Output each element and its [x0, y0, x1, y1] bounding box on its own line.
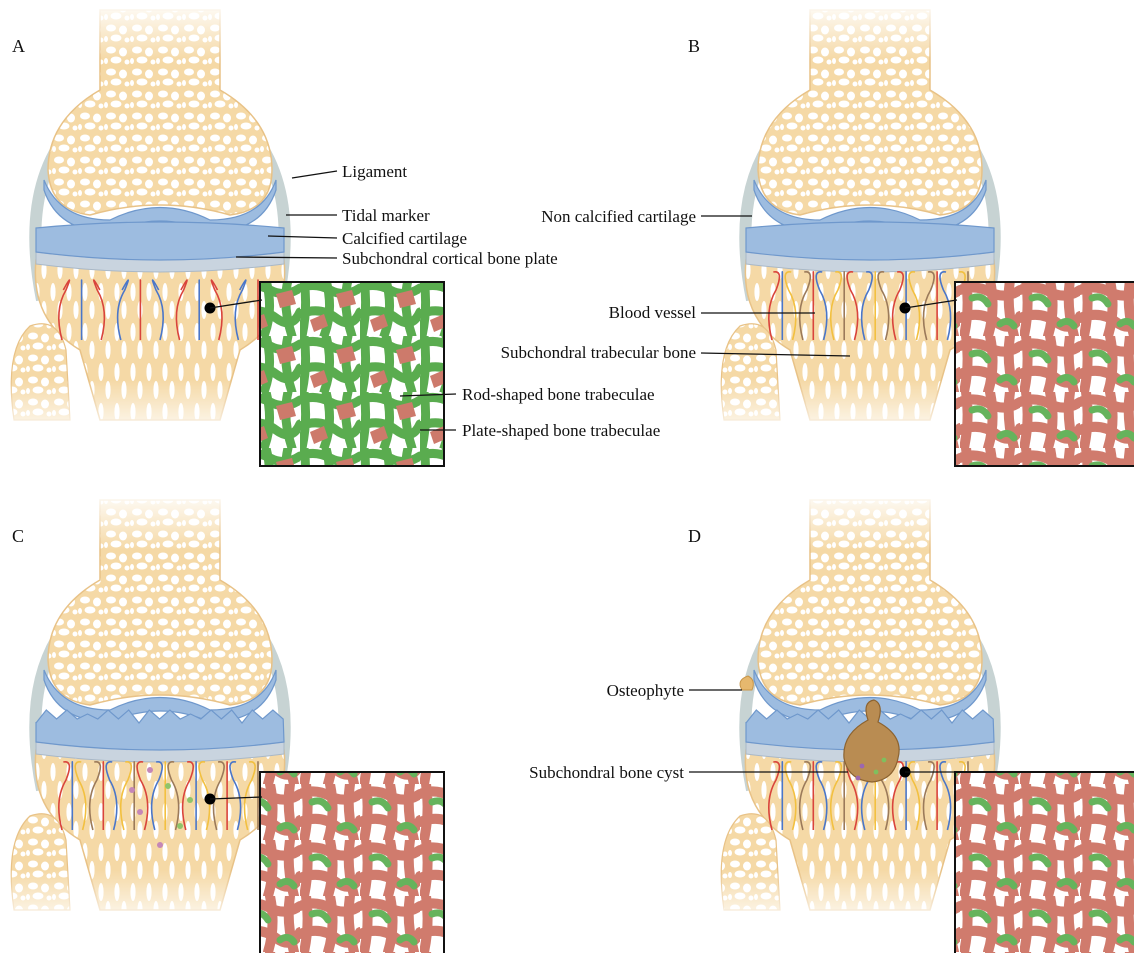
panel-letter-c: C — [12, 526, 24, 546]
label-osteophyte: Osteophyte — [607, 681, 684, 700]
label-blood-vessel: Blood vessel — [609, 303, 697, 322]
cyst-cell — [860, 764, 865, 769]
label-subchondral-trabecular-bone: Subchondral trabecular bone — [501, 343, 696, 362]
tibial-cartilage — [36, 710, 284, 750]
fade-top — [0, 0, 320, 60]
inflammatory-cell — [177, 823, 183, 829]
label-ligament: Ligament — [342, 162, 407, 181]
panel-letter-d: D — [688, 526, 701, 546]
leader-line — [292, 171, 337, 178]
fade-top — [0, 490, 320, 550]
label-subchondral-cortical-bone-plate: Subchondral cortical bone plate — [342, 249, 558, 268]
label-rod-shaped-trabeculae: Rod-shaped bone trabeculae — [462, 385, 655, 404]
cyst-cell — [874, 770, 879, 775]
inflammatory-cell — [129, 787, 135, 793]
trabecular-inset — [955, 282, 1134, 466]
inflammatory-cell — [165, 783, 171, 789]
fade-top — [710, 490, 1030, 550]
cyst-cell — [882, 758, 887, 763]
inflammatory-cell — [187, 797, 193, 803]
inflammatory-cell — [157, 842, 163, 848]
fade-top — [710, 0, 1030, 60]
panel-c: C — [0, 490, 444, 953]
inflammatory-cell — [137, 809, 143, 815]
trabecular-inset — [955, 772, 1134, 953]
trabecular-inset — [260, 772, 444, 953]
panel-letter-a: A — [12, 36, 25, 56]
panel-letter-b: B — [688, 36, 700, 56]
inflammatory-cell — [147, 767, 153, 773]
trabecular-inset — [260, 282, 444, 466]
label-subchondral-bone-cyst: Subchondral bone cyst — [529, 763, 684, 782]
label-non-calcified-cartilage: Non calcified cartilage — [541, 207, 696, 226]
cyst-cell — [856, 776, 861, 781]
label-plate-shaped-trabeculae: Plate-shaped bone trabeculae — [462, 421, 660, 440]
tibial-cartilage — [36, 222, 284, 260]
tibial-cartilage — [746, 222, 994, 260]
osteophyte-shape — [740, 676, 753, 690]
label-calcified-cartilage: Calcified cartilage — [342, 229, 467, 248]
label-tidal-marker: Tidal marker — [342, 206, 430, 225]
